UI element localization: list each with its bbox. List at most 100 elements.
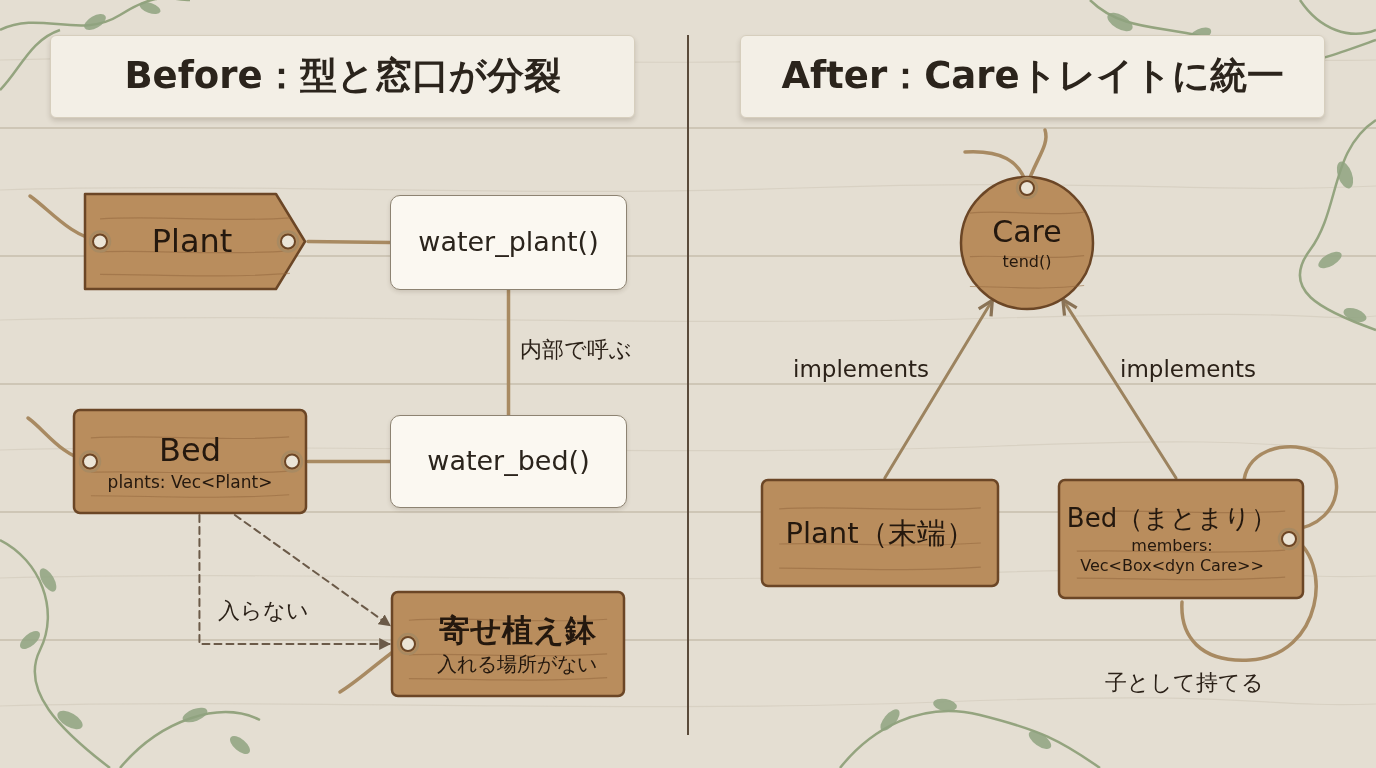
wood-plank (74, 410, 306, 513)
implements-arrow (1063, 300, 1176, 478)
node-title: After：Careトレイトに統一 (781, 54, 1283, 98)
node-title: Bed（まとまり） (1067, 503, 1277, 534)
decoration (932, 697, 958, 713)
node-title: water_plant() (418, 226, 598, 258)
wood-grain (100, 273, 290, 276)
node-title: Plant (152, 222, 233, 260)
tag-hole (1282, 532, 1296, 546)
tag-hole (285, 455, 299, 469)
dashed-arrow (199, 515, 390, 644)
decoration (840, 711, 1100, 768)
node-content: Bed（まとまり）members: Vec<Box<dyn Care>> (1057, 478, 1305, 600)
decoration (877, 706, 903, 734)
node-shape (85, 194, 305, 289)
node-title: Plant（末端） (785, 516, 974, 551)
pot-tag: 寄せ植え鉢入れる場所がない (390, 590, 626, 698)
wood-grain (970, 286, 1084, 289)
function-box: water_bed() (390, 415, 627, 508)
wood-grain (970, 212, 1084, 214)
decoration (54, 707, 85, 733)
node-content: Care tend() (959, 175, 1095, 311)
node-detail: plants: Vec<Plant> (108, 472, 273, 492)
section-title: After：Careトレイトに統一 (740, 35, 1325, 118)
decoration (0, 540, 110, 768)
decoration (17, 628, 43, 653)
node-content: 寄せ植え鉢入れる場所がない (390, 590, 626, 698)
rope-ring (90, 232, 110, 252)
wood-tag (85, 194, 305, 289)
edge-label: 入らない (218, 598, 309, 624)
rope-ring (1017, 178, 1037, 198)
node-content: After：Careトレイトに統一 (741, 36, 1324, 117)
wood-grain (91, 495, 289, 498)
leaf-plank: Plant（末端） (760, 478, 1000, 588)
trait-circle: Care tend() (959, 175, 1095, 311)
node-detail: tend() (1003, 252, 1052, 271)
rope-connector (507, 290, 511, 415)
decoration (1104, 9, 1135, 35)
node-content: Plant (82, 190, 308, 293)
node-detail: 入れる場所がない (437, 652, 597, 676)
node-title: Care (992, 214, 1061, 250)
rope-connector (308, 242, 390, 243)
edge-label: implements (793, 356, 929, 384)
rope-ring (1279, 529, 1299, 549)
loose-ropes (28, 130, 1337, 692)
edge-label: 内部で呼ぶ (520, 337, 632, 363)
plant-tag: Plant (82, 190, 308, 293)
tag-hole (83, 455, 97, 469)
tag-hole (1020, 181, 1034, 195)
wood-grain (779, 567, 981, 570)
node-title: Before：型と窓口が分裂 (124, 54, 560, 98)
node-content: Before：型と窓口が分裂 (51, 36, 634, 117)
section-title: Before：型と窓口が分裂 (50, 35, 635, 118)
decoration (1300, 0, 1376, 34)
decoration (82, 11, 109, 33)
node-shape (74, 410, 306, 513)
tag-hole (281, 235, 295, 249)
node-title: 寄せ植え鉢 (439, 612, 596, 649)
tag-hole (93, 235, 107, 249)
wood-grain (100, 218, 290, 220)
decoration (181, 705, 210, 725)
node-shape (1059, 480, 1303, 598)
divider-line (687, 35, 689, 735)
node-detail: members: Vec<Box<dyn Care>> (1078, 536, 1267, 574)
rope-ring (398, 634, 418, 654)
node-shape (392, 592, 624, 696)
leaves (17, 0, 1368, 757)
node-content: Bed plants: Vec<Plant> (72, 408, 308, 515)
implements-arrow (885, 300, 993, 478)
wood-grain (409, 678, 607, 681)
node-shape (762, 480, 998, 586)
wood-plank (1059, 480, 1303, 598)
decoration (1026, 728, 1054, 753)
node-title: water_bed() (427, 445, 589, 477)
wood-grain (1077, 577, 1285, 580)
decoration (1300, 120, 1376, 330)
bed-tag: Bed plants: Vec<Plant> (72, 408, 308, 515)
note-label: 子として持てる (1105, 670, 1264, 696)
rope-ring (278, 232, 298, 252)
decoration (36, 566, 59, 595)
decoration (1342, 305, 1369, 324)
wood-plank (392, 592, 624, 696)
node-shape (961, 177, 1093, 309)
rope-connector (308, 460, 390, 464)
node-title: Bed (159, 431, 221, 469)
bed-tag: Bed（まとまり）members: Vec<Box<dyn Care>> (1057, 478, 1305, 600)
decoration (138, 0, 162, 16)
node-content: water_plant() (391, 196, 626, 289)
rope-ring (80, 452, 100, 472)
wood-grain (779, 508, 981, 510)
decoration (227, 733, 253, 758)
wood-plank (762, 480, 998, 586)
decoration (1334, 159, 1357, 190)
tag-hole (401, 637, 415, 651)
node-content: water_bed() (391, 416, 626, 507)
edge-label: implements (1120, 356, 1256, 384)
decoration (1316, 248, 1345, 271)
